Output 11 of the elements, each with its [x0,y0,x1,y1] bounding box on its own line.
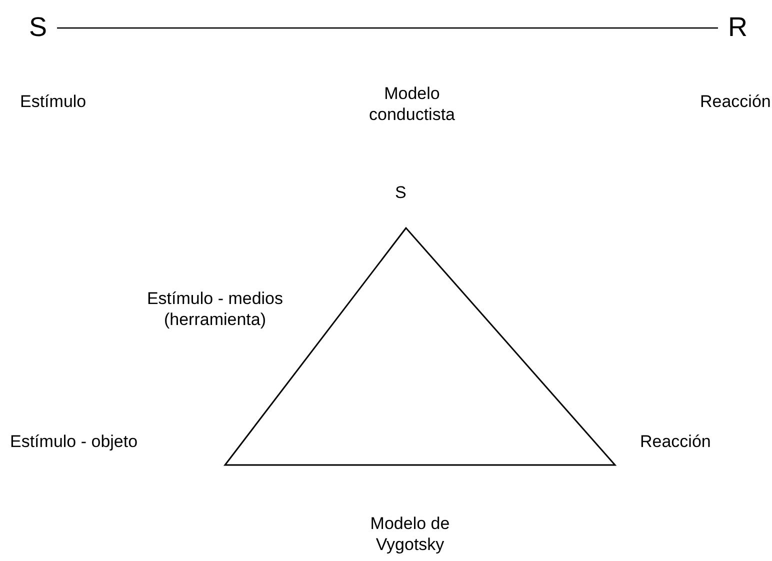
node-text: S [29,12,48,42]
label-text: Reacción [700,91,771,112]
label-text: Estímulo - medios (herramienta) [146,288,284,330]
label-text: Estímulo - objeto [10,431,138,452]
label-text: S [395,182,406,203]
label-text: Estímulo [20,91,86,112]
node-text: R [728,12,748,42]
label-text: Modelo de Vygotsky [369,513,451,555]
label-text: Modelo conductista [368,83,456,125]
connector-line [57,27,718,29]
label-text: Reacción [640,431,711,452]
